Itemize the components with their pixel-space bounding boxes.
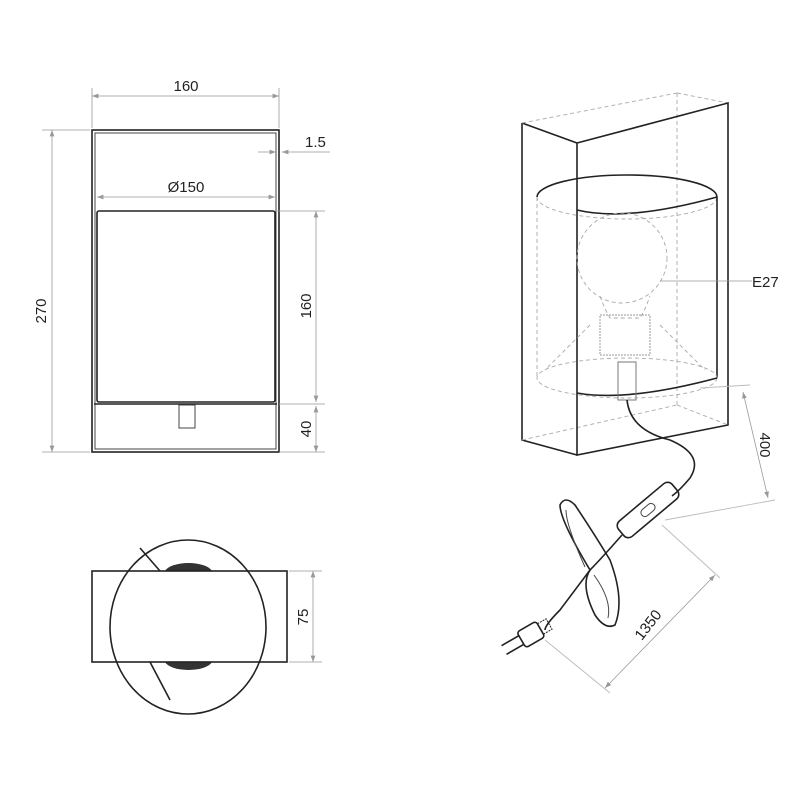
top-view: 75 [91,539,322,715]
front-view: 160 270 1.5 Ø150 160 40 [33,78,330,453]
shade-height-label: 160 [298,293,315,318]
shade-diameter-label: Ø150 [168,179,205,196]
socket-label: E27 [752,274,779,291]
bulb [576,212,668,304]
depth-label: 75 [295,609,312,626]
socket-thread [599,314,651,356]
frame-outline [91,129,280,453]
cord-length-label: 1350 [631,607,665,644]
cord-to-switch-dimension [742,391,769,499]
switch-toggle [640,502,656,518]
frame-top-outline [91,570,288,663]
socket [178,404,196,429]
shade-outline [96,210,276,403]
width-label: 160 [173,78,198,95]
shade-ring [109,539,267,715]
frame-front-face [576,101,729,456]
base-height-label: 40 [298,421,315,438]
power-cord [626,399,696,497]
wall-thickness-label: 1.5 [305,134,326,151]
cord-length-dimension [604,574,716,689]
power-plug [501,618,553,656]
isometric-view: E27 400 1350 [501,92,779,694]
inline-switch [616,481,680,539]
cord-to-switch-label: 400 [756,432,773,457]
height-label: 270 [33,298,50,323]
